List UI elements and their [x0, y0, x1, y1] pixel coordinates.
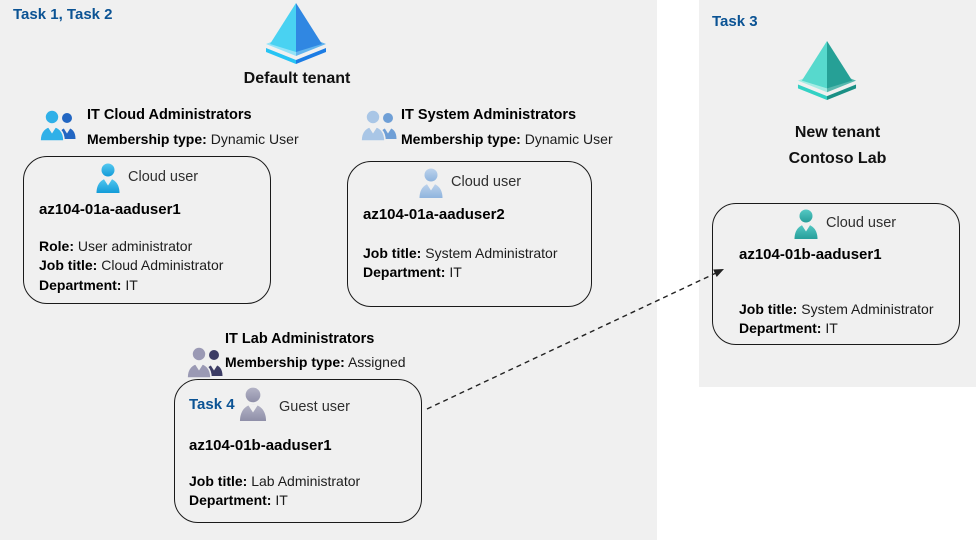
new-tenant-user-card: Cloud user az104-01b-aaduser1 Job title:…: [712, 203, 960, 345]
membership-label: Membership type:: [87, 131, 207, 147]
group-title-lab-admins: IT Lab Administrators: [225, 331, 375, 347]
group-membership: Membership type: Dynamic User: [401, 131, 613, 147]
membership-value: Assigned: [347, 354, 406, 370]
user-type-label: Cloud user: [451, 174, 522, 190]
group-icon: [186, 346, 224, 383]
default-tenant-title: Default tenant: [243, 70, 351, 87]
task-1-2-label: Task 1, Task 2: [13, 6, 113, 23]
user-type-label: Guest user: [279, 399, 350, 415]
user-icon: [793, 209, 819, 244]
field-job-title: Job title: System Administrator: [739, 301, 934, 317]
user-name: az104-01b-aaduser1: [739, 246, 882, 263]
user-card-aaduser2: Cloud user az104-01a-aaduser2 Job title:…: [347, 161, 592, 307]
field-department: Department: IT: [189, 492, 288, 509]
task-3-label: Task 3: [712, 13, 758, 30]
group-title-system-admins: IT System Administrators: [401, 107, 577, 123]
user-name: az104-01b-aaduser1: [189, 437, 332, 454]
field-job-title: Job title: Lab Administrator: [189, 473, 361, 489]
new-tenant-icon: [794, 40, 860, 105]
field-department: Department: IT: [39, 276, 138, 293]
default-tenant-region: [0, 0, 657, 540]
user-fields: Job title: Lab Administrator Department:…: [189, 472, 360, 511]
membership-value: Dynamic User: [524, 131, 613, 147]
field-department: Department: IT: [363, 264, 462, 281]
membership-label: Membership type:: [225, 354, 345, 370]
guest-user-icon: [238, 387, 268, 426]
user-icon: [95, 163, 121, 198]
user-type-label: Cloud user: [826, 215, 897, 231]
user-fields: Role: User administrator Job title: Clou…: [39, 237, 223, 295]
group-title-cloud-admins: IT Cloud Administrators: [87, 107, 252, 123]
user-fields: Job title: System Administrator Departme…: [739, 300, 934, 339]
new-tenant-name: Contoso Lab: [788, 150, 887, 167]
field-job-title: Job title: Cloud Administrator: [39, 257, 224, 274]
user-icon: [418, 168, 444, 203]
guest-user-card: Task 4 Guest user az104-01b-aaduser1 Job…: [174, 379, 422, 523]
new-tenant-title: New tenant: [794, 124, 881, 141]
user-type-label: Cloud user: [128, 169, 199, 185]
user-fields: Job title: System Administrator Departme…: [363, 244, 558, 283]
membership-label: Membership type:: [401, 131, 521, 147]
field-job-title: Job title: System Administrator: [363, 245, 558, 261]
membership-value: Dynamic User: [210, 131, 299, 147]
user-name: az104-01a-aaduser2: [363, 206, 505, 223]
group-membership: Membership type: Dynamic User: [87, 131, 299, 147]
field-department: Department: IT: [739, 320, 838, 337]
group-icon: [39, 109, 77, 146]
user-card-aaduser1: Cloud user az104-01a-aaduser1 Role: User…: [23, 156, 271, 304]
field-role: Role: User administrator: [39, 238, 193, 254]
group-icon: [360, 109, 398, 146]
task-4-label: Task 4: [189, 396, 235, 413]
default-tenant-icon: [262, 2, 330, 69]
group-membership: Membership type: Assigned: [225, 354, 406, 370]
user-name: az104-01a-aaduser1: [39, 201, 181, 218]
